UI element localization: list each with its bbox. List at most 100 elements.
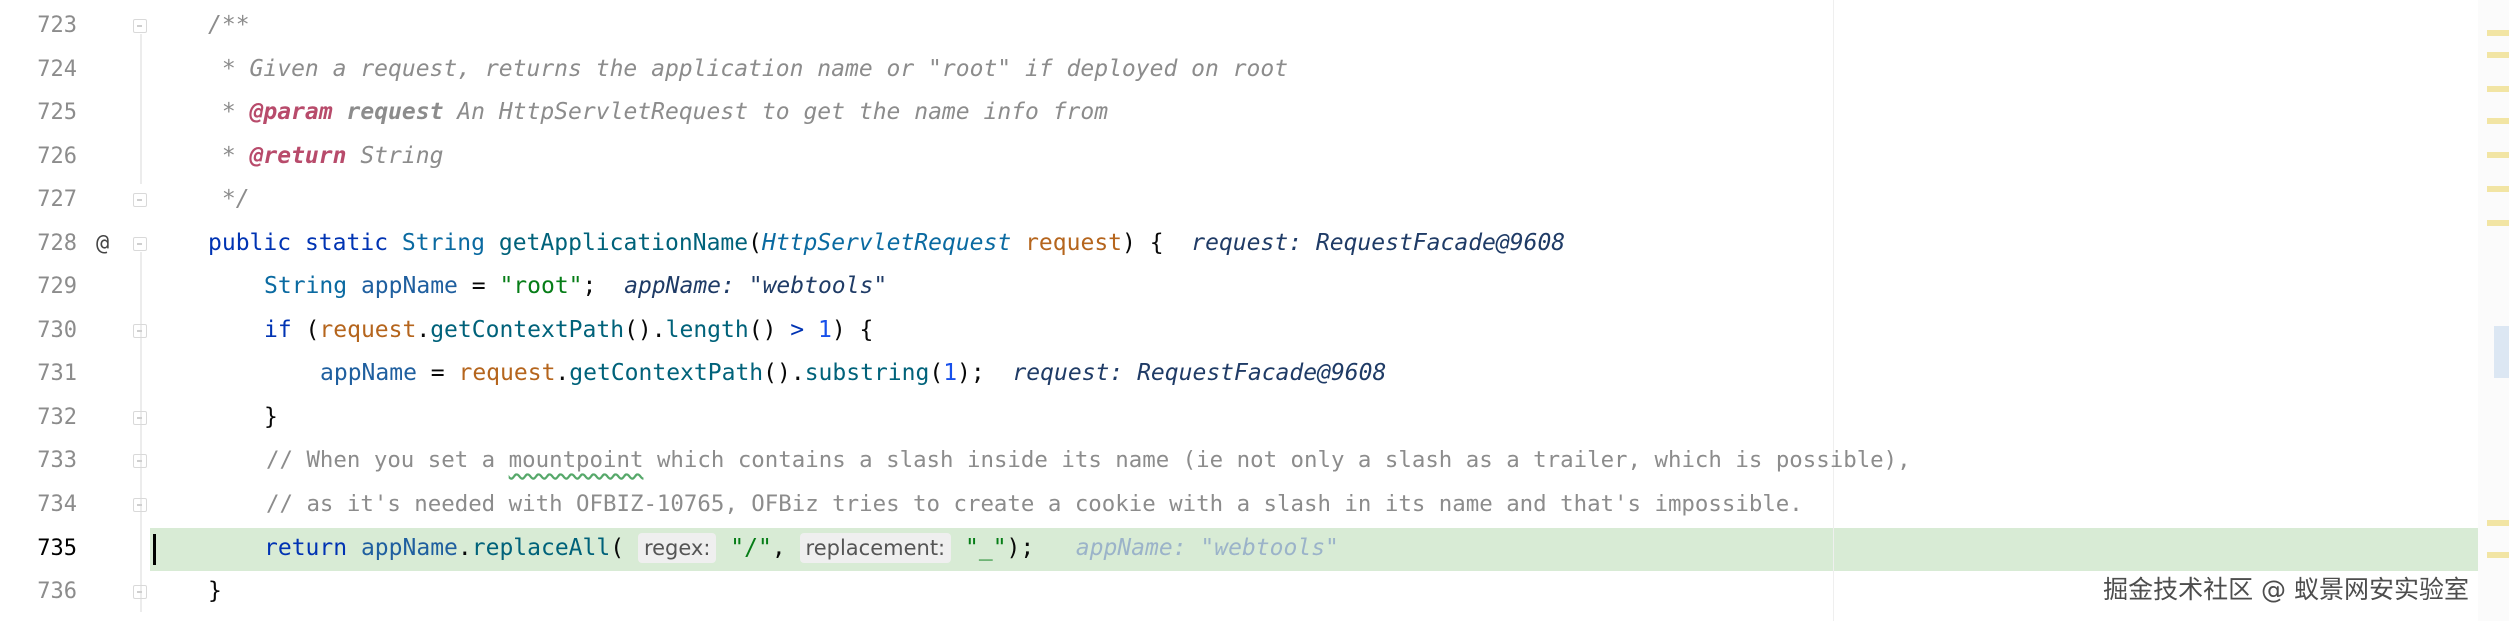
line-number[interactable]: 736 bbox=[37, 579, 77, 604]
code-line-728[interactable]: public static String getApplicationName(… bbox=[208, 222, 1565, 266]
code-line-726[interactable]: * @return String bbox=[208, 135, 444, 179]
line-number[interactable]: 730 bbox=[37, 318, 77, 343]
number-literal: 1 bbox=[943, 360, 958, 386]
operator: = bbox=[457, 273, 500, 299]
parameter-name[interactable]: request bbox=[1025, 230, 1123, 256]
line-comment: // as it's needed with OFBIZ-10765, OFBi… bbox=[266, 491, 1803, 517]
keyword: return bbox=[264, 535, 348, 561]
punctuation: ) { bbox=[831, 317, 874, 343]
code-line-734[interactable]: // as it's needed with OFBIZ-10765, OFBi… bbox=[266, 483, 1803, 527]
punctuation: ( bbox=[748, 230, 762, 256]
line-number[interactable]: 734 bbox=[37, 492, 77, 517]
fold-guide-line bbox=[140, 252, 142, 612]
parameter-hint-replacement: replacement: bbox=[799, 533, 952, 563]
method-name[interactable]: getContextPath bbox=[569, 360, 764, 386]
code-line-729[interactable]: String appName = "root"; appName: "webto… bbox=[264, 265, 887, 309]
debug-inline-value[interactable]: request: RequestFacade@9608 bbox=[1012, 360, 1387, 386]
line-number[interactable]: 729 bbox=[37, 274, 77, 299]
line-comment: which contains a slash inside its name (… bbox=[643, 447, 1911, 473]
string-literal: "/" bbox=[730, 535, 772, 561]
fold-end-icon[interactable] bbox=[133, 498, 147, 512]
scroll-marker[interactable] bbox=[2487, 86, 2509, 92]
interface-type[interactable]: HttpServletRequest bbox=[761, 230, 1012, 256]
scroll-marker[interactable] bbox=[2487, 52, 2509, 58]
text-caret bbox=[153, 534, 156, 565]
debug-inline-value[interactable]: appName: "webtools" bbox=[1075, 535, 1339, 561]
line-number[interactable]: 725 bbox=[37, 100, 77, 125]
punctuation: . bbox=[457, 535, 472, 561]
number-literal: 1 bbox=[817, 317, 832, 343]
doc-comment-prefix: * bbox=[208, 99, 250, 125]
parameter-name[interactable]: request bbox=[458, 360, 556, 386]
right-margin-guide bbox=[1833, 0, 1834, 621]
line-number[interactable]: 728 bbox=[37, 231, 77, 256]
overrides-annotation-icon[interactable]: @ bbox=[96, 231, 110, 256]
method-name[interactable]: substring bbox=[804, 360, 930, 386]
scroll-marker[interactable] bbox=[2487, 520, 2509, 526]
code-line-735[interactable]: return appName.replaceAll( regex: "/", r… bbox=[264, 527, 1339, 571]
line-number[interactable]: 727 bbox=[37, 187, 77, 212]
code-line-724[interactable]: * Given a request, returns the applicati… bbox=[208, 48, 1288, 92]
code-line-730[interactable]: if (request.getContextPath().length() > … bbox=[264, 309, 873, 353]
line-number[interactable]: 733 bbox=[37, 448, 77, 473]
doc-comment-prefix: * bbox=[208, 143, 250, 169]
current-line-highlight bbox=[150, 528, 2490, 571]
line-number-current[interactable]: 735 bbox=[37, 536, 77, 561]
fold-collapse-icon[interactable] bbox=[133, 237, 147, 251]
code-line-731[interactable]: appName = request.getContextPath().subst… bbox=[320, 352, 1386, 396]
variable-name[interactable]: appName bbox=[320, 360, 417, 386]
punctuation: ) { bbox=[1122, 230, 1164, 256]
operator: > bbox=[790, 317, 805, 343]
code-line-723[interactable]: /** bbox=[208, 4, 250, 48]
punctuation: (). bbox=[624, 317, 666, 343]
scroll-marker[interactable] bbox=[2487, 152, 2509, 158]
fold-collapse-icon[interactable] bbox=[133, 324, 147, 338]
line-number[interactable]: 732 bbox=[37, 405, 77, 430]
string-literal: "_" bbox=[965, 535, 1007, 561]
line-number[interactable]: 723 bbox=[37, 13, 77, 38]
scroll-marker[interactable] bbox=[2487, 220, 2509, 226]
watermark-text: 掘金技术社区 @ 蚁景网安实验室 bbox=[2103, 575, 2469, 604]
line-number-gutter[interactable]: 723 724 725 726 727 728 729 730 731 732 … bbox=[0, 0, 88, 621]
method-name[interactable]: replaceAll bbox=[471, 535, 611, 561]
code-line-736[interactable]: } bbox=[208, 570, 222, 614]
fold-end-icon[interactable] bbox=[133, 411, 147, 425]
punctuation: ( bbox=[610, 535, 638, 561]
type-name: String bbox=[264, 273, 348, 299]
fold-collapse-icon[interactable] bbox=[133, 19, 147, 33]
doc-comment-text: An HttpServletRequest to get the name in… bbox=[443, 99, 1109, 125]
scroll-marker[interactable] bbox=[2487, 186, 2509, 192]
scroll-marker[interactable] bbox=[2487, 30, 2509, 36]
vertical-scrollbar[interactable] bbox=[2478, 0, 2509, 621]
line-number[interactable]: 724 bbox=[37, 57, 77, 82]
scroll-marker[interactable] bbox=[2487, 118, 2509, 124]
debug-inline-value[interactable]: appName: "webtools" bbox=[624, 273, 888, 299]
parameter-name[interactable]: request bbox=[319, 317, 417, 343]
method-name[interactable]: getContextPath bbox=[430, 317, 625, 343]
punctuation: ; bbox=[582, 273, 597, 299]
keyword: public bbox=[208, 230, 292, 256]
code-line-725[interactable]: * @param request An HttpServletRequest t… bbox=[208, 91, 1108, 135]
variable-name[interactable]: appName bbox=[360, 273, 458, 299]
fold-end-icon[interactable] bbox=[133, 193, 147, 207]
space bbox=[804, 317, 818, 343]
scroll-thumb[interactable] bbox=[2494, 326, 2509, 378]
line-number[interactable]: 726 bbox=[37, 144, 77, 169]
code-line-733[interactable]: // When you set a mountpoint which conta… bbox=[266, 439, 1911, 483]
fold-guide-line bbox=[140, 34, 142, 184]
code-line-732[interactable]: } bbox=[264, 396, 278, 440]
punctuation: . bbox=[416, 317, 431, 343]
method-name[interactable]: getApplicationName bbox=[498, 230, 749, 256]
fold-end-icon[interactable] bbox=[133, 585, 147, 599]
line-number[interactable]: 731 bbox=[37, 361, 77, 386]
method-name[interactable]: length bbox=[665, 317, 749, 343]
debug-inline-value[interactable]: request: RequestFacade@9608 bbox=[1191, 230, 1566, 256]
variable-name[interactable]: appName bbox=[360, 535, 458, 561]
keyword: static bbox=[304, 230, 389, 256]
typo-squiggle-word[interactable]: mountpoint bbox=[508, 447, 644, 473]
fold-collapse-icon[interactable] bbox=[133, 454, 147, 468]
scroll-marker[interactable] bbox=[2487, 552, 2509, 558]
doc-comment-text: String bbox=[346, 143, 444, 169]
code-line-727[interactable]: */ bbox=[208, 178, 250, 222]
